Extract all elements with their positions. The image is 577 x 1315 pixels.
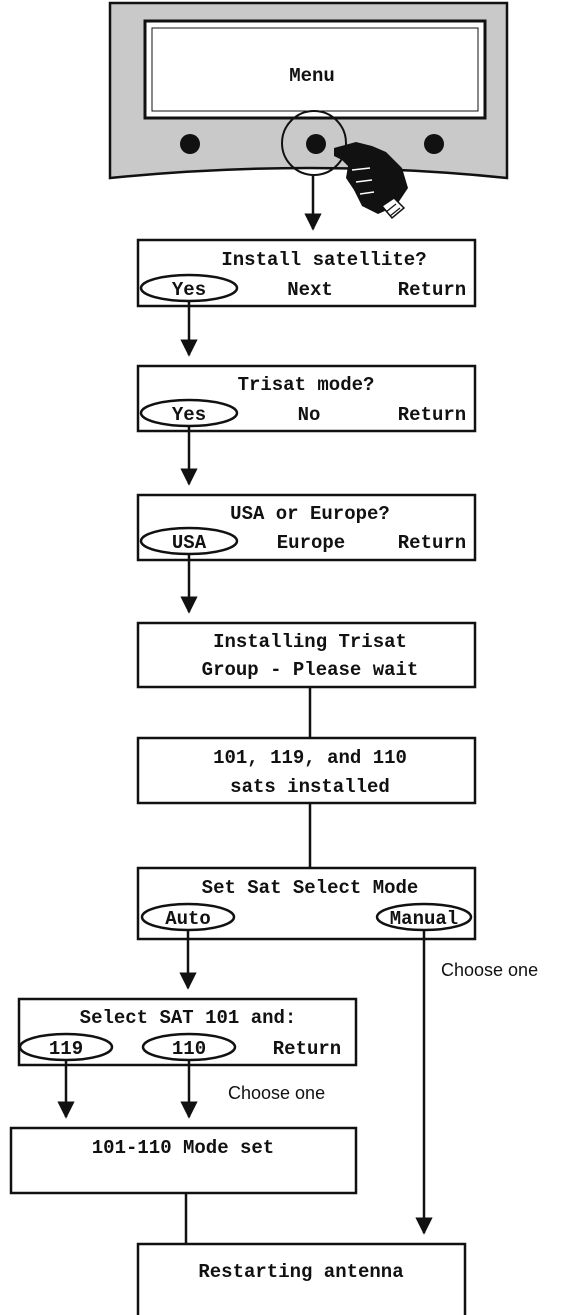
screen-mode-set: 101-110 Mode set — [9, 1126, 358, 1195]
screen-line-1: 101-110 Mode set — [92, 1137, 274, 1159]
screen-prompt: Set Sat Select Mode — [202, 877, 419, 899]
screen-sats-installed: 101, 119, and 110 sats installed — [136, 736, 477, 805]
receiver-display-text: Menu — [289, 65, 335, 87]
screen-prompt: Select SAT 101 and: — [80, 1007, 297, 1029]
option-manual[interactable]: Manual — [390, 908, 458, 930]
option-return[interactable]: Return — [273, 1038, 341, 1060]
option-auto[interactable]: Auto — [165, 908, 211, 930]
choose-one-label-manual: Choose one — [441, 960, 538, 980]
option-return[interactable]: Return — [398, 279, 466, 301]
option-europe[interactable]: Europe — [277, 532, 345, 554]
knob-icon[interactable] — [306, 134, 326, 154]
screen-line-2: sats installed — [230, 776, 390, 798]
screen-line-1: Installing Trisat — [213, 631, 407, 653]
screen-box — [136, 736, 477, 805]
screen-usa-or-europe: USA or Europe? USA Europe Return — [136, 493, 477, 562]
pointing-hand-icon — [334, 142, 408, 220]
screen-installing: Installing Trisat Group - Please wait — [136, 621, 477, 689]
option-yes[interactable]: Yes — [172, 279, 206, 301]
option-usa[interactable]: USA — [172, 532, 207, 554]
selected-knob-ring — [281, 110, 347, 176]
option-yes[interactable]: Yes — [172, 404, 206, 426]
option-119[interactable]: 119 — [49, 1038, 83, 1060]
screen-restarting: Restarting antenna — [136, 1242, 467, 1315]
screen-prompt: USA or Europe? — [230, 503, 390, 525]
receiver-panel: Menu — [108, 1, 509, 220]
option-return[interactable]: Return — [398, 532, 466, 554]
option-usa-oval[interactable] — [139, 526, 239, 556]
screen-select-sat: Select SAT 101 and: 119 110 Return — [17, 997, 358, 1067]
screen-sat-select-mode: Set Sat Select Mode Auto Manual — [136, 866, 477, 941]
choose-one-label-sats: Choose one — [228, 1083, 325, 1103]
screen-box — [136, 621, 477, 689]
option-return[interactable]: Return — [398, 404, 466, 426]
option-110[interactable]: 110 — [172, 1038, 206, 1060]
screen-line-1: 101, 119, and 110 — [213, 747, 407, 769]
screen-trisat-mode: Trisat mode? Yes No Return — [136, 364, 477, 433]
receiver-display — [143, 19, 487, 120]
option-no[interactable]: No — [298, 404, 321, 426]
screen-prompt: Trisat mode? — [238, 374, 375, 396]
screen-line-1: Restarting antenna — [198, 1261, 403, 1283]
screen-install-satellite: Install satellite? Yes Next Return — [136, 238, 477, 308]
screen-box — [136, 1242, 467, 1315]
knob-icon[interactable] — [180, 134, 200, 154]
knob-icon[interactable] — [424, 134, 444, 154]
screen-line-2: Group - Please wait — [202, 659, 419, 681]
screen-prompt: Install satellite? — [221, 249, 426, 271]
option-next[interactable]: Next — [287, 279, 333, 301]
screen-box — [9, 1126, 358, 1195]
